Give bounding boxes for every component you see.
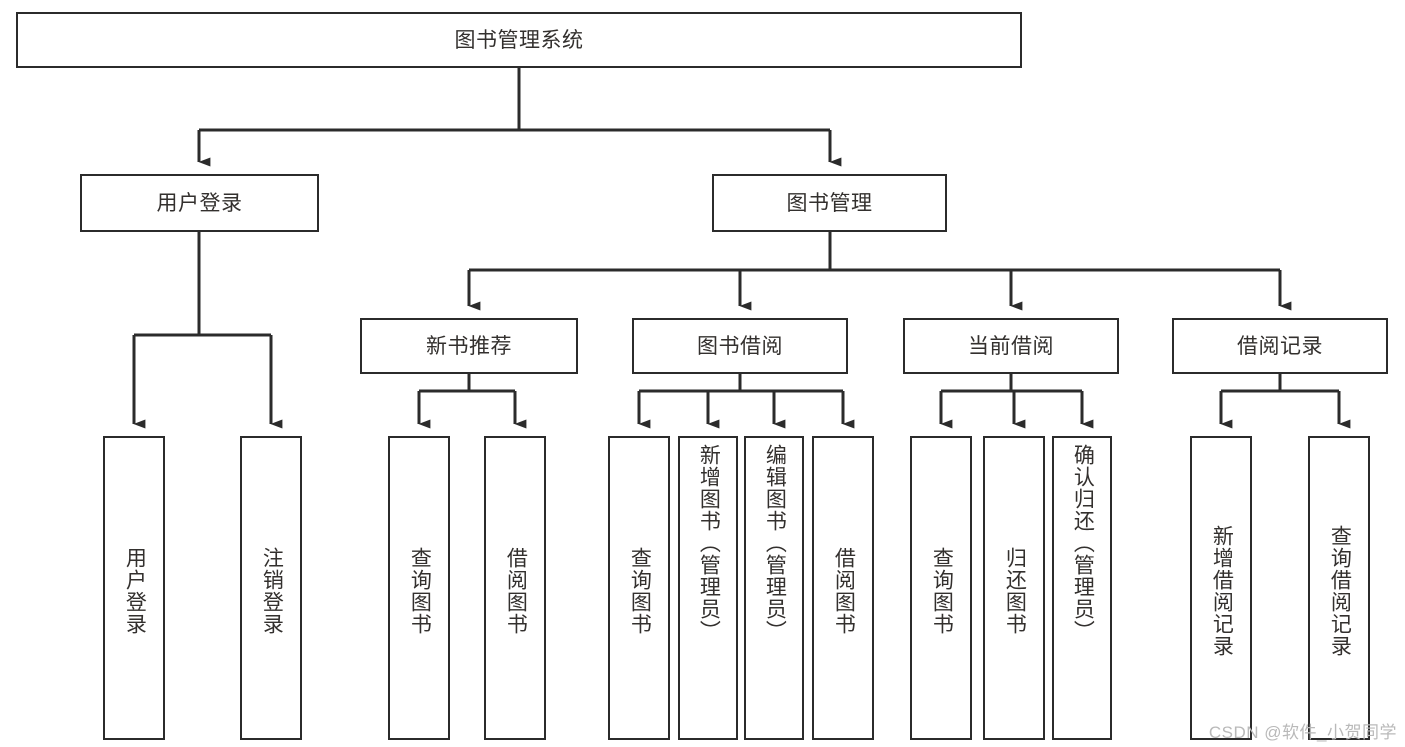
leaf-text-wrap: 新增图书（管理员） — [680, 444, 736, 738]
node-leaf-borrow-book-recommend[interactable]: 借阅图书 — [484, 436, 546, 740]
node-new-book-recommend-label: 新书推荐 — [426, 334, 512, 358]
node-book-management[interactable]: 图书管理 — [712, 174, 947, 232]
node-leaf-logout-label: 注销登录 — [260, 547, 284, 635]
node-borrow-record-label: 借阅记录 — [1237, 334, 1323, 358]
node-leaf-query-borrow-record[interactable]: 查询借阅记录 — [1308, 436, 1370, 740]
node-leaf-query-borrow-record-label: 查询借阅记录 — [1328, 525, 1352, 657]
node-book-borrow-label: 图书借阅 — [697, 334, 783, 358]
leaf-text-wrap: 注销登录 — [242, 444, 300, 738]
node-leaf-user-login-label: 用户登录 — [123, 547, 147, 635]
node-leaf-return-book[interactable]: 归还图书 — [983, 436, 1045, 740]
node-leaf-add-borrow-record-label: 新增借阅记录 — [1210, 525, 1234, 657]
node-leaf-query-book-recommend[interactable]: 查询图书 — [388, 436, 450, 740]
node-leaf-query-book-borrow-label: 查询图书 — [628, 547, 652, 635]
leaf-text-wrap: 查询图书 — [610, 444, 668, 738]
node-leaf-confirm-return-label: 确认归还（管理员） — [1071, 444, 1095, 642]
node-leaf-confirm-return[interactable]: 确认归还（管理员） — [1052, 436, 1112, 740]
watermark-text: CSDN @软件_小贺同学 — [1208, 723, 1397, 742]
node-borrow-record[interactable]: 借阅记录 — [1172, 318, 1388, 374]
node-book-management-label: 图书管理 — [786, 191, 873, 215]
node-leaf-query-book-recommend-label: 查询图书 — [408, 547, 432, 635]
leaf-text-wrap: 查询图书 — [390, 444, 448, 738]
node-leaf-return-book-label: 归还图书 — [1003, 547, 1027, 635]
node-leaf-edit-book-label: 编辑图书（管理员） — [763, 444, 787, 642]
leaf-text-wrap: 查询借阅记录 — [1310, 444, 1368, 738]
node-leaf-query-book-current-label: 查询图书 — [930, 547, 954, 635]
leaf-text-wrap: 确认归还（管理员） — [1054, 444, 1110, 738]
node-leaf-borrow-book-recommend-label: 借阅图书 — [504, 547, 528, 635]
node-new-book-recommend[interactable]: 新书推荐 — [360, 318, 578, 374]
node-leaf-borrow-book[interactable]: 借阅图书 — [812, 436, 874, 740]
leaf-text-wrap: 借阅图书 — [814, 444, 872, 738]
node-root-label: 图书管理系统 — [454, 28, 584, 52]
leaf-text-wrap: 归还图书 — [985, 444, 1043, 738]
leaf-text-wrap: 用户登录 — [105, 444, 163, 738]
node-leaf-query-book-current[interactable]: 查询图书 — [910, 436, 972, 740]
node-leaf-logout[interactable]: 注销登录 — [240, 436, 302, 740]
node-leaf-add-book-label: 新增图书（管理员） — [697, 444, 721, 642]
node-leaf-query-book-borrow[interactable]: 查询图书 — [608, 436, 670, 740]
node-leaf-add-borrow-record[interactable]: 新增借阅记录 — [1190, 436, 1252, 740]
node-current-borrow[interactable]: 当前借阅 — [903, 318, 1119, 374]
node-root[interactable]: 图书管理系统 — [16, 12, 1022, 68]
leaf-text-wrap: 新增借阅记录 — [1192, 444, 1250, 738]
node-leaf-borrow-book-label: 借阅图书 — [832, 547, 856, 635]
leaf-text-wrap: 查询图书 — [912, 444, 970, 738]
leaf-text-wrap: 借阅图书 — [486, 444, 544, 738]
node-current-borrow-label: 当前借阅 — [968, 334, 1054, 358]
node-leaf-add-book[interactable]: 新增图书（管理员） — [678, 436, 738, 740]
node-book-borrow[interactable]: 图书借阅 — [632, 318, 848, 374]
node-user-login[interactable]: 用户登录 — [80, 174, 319, 232]
leaf-text-wrap: 编辑图书（管理员） — [746, 444, 802, 738]
node-leaf-edit-book[interactable]: 编辑图书（管理员） — [744, 436, 804, 740]
node-user-login-label: 用户登录 — [156, 191, 243, 215]
node-leaf-user-login[interactable]: 用户登录 — [103, 436, 165, 740]
